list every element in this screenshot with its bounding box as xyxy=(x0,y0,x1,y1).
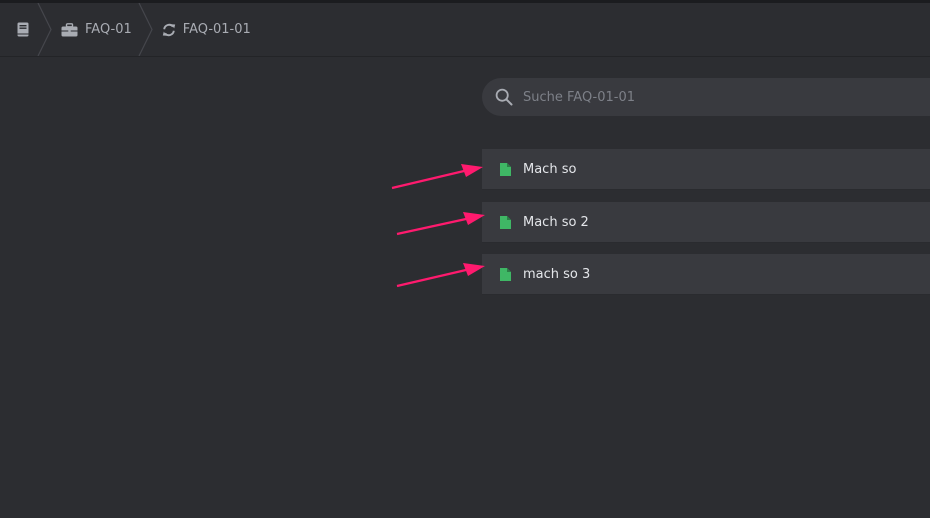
breadcrumb-label: FAQ-01 xyxy=(85,22,132,37)
document-title: Mach so xyxy=(523,161,577,177)
annotation-arrow-3 xyxy=(396,263,485,288)
book-icon xyxy=(17,22,29,37)
search-icon xyxy=(495,88,513,106)
document-title: mach so 3 xyxy=(523,266,591,282)
briefcase-icon xyxy=(61,22,78,37)
breadcrumb-item-faq-01-01[interactable]: FAQ-01-01 xyxy=(154,3,251,56)
search-input[interactable] xyxy=(523,89,903,105)
document-icon xyxy=(500,162,511,176)
document-icon xyxy=(500,267,511,281)
breadcrumb-separator xyxy=(138,3,154,56)
breadcrumb: FAQ-01 FAQ-01-01 xyxy=(0,3,930,57)
list-item[interactable]: mach so 3 xyxy=(482,254,930,295)
breadcrumb-separator xyxy=(37,3,53,56)
document-title: Mach so 2 xyxy=(523,214,589,230)
window-top-border xyxy=(0,0,930,3)
list-item[interactable]: Mach so xyxy=(482,149,930,190)
breadcrumb-item-faq-01[interactable]: FAQ-01 xyxy=(53,3,138,56)
breadcrumb-item-home[interactable] xyxy=(0,3,37,56)
annotation-arrow-2 xyxy=(396,212,485,236)
search-bar[interactable] xyxy=(482,78,930,116)
breadcrumb-label: FAQ-01-01 xyxy=(182,22,251,37)
document-icon xyxy=(500,215,511,229)
sync-icon xyxy=(162,23,176,37)
list-item[interactable]: Mach so 2 xyxy=(482,202,930,243)
annotation-arrow-1 xyxy=(391,164,483,190)
